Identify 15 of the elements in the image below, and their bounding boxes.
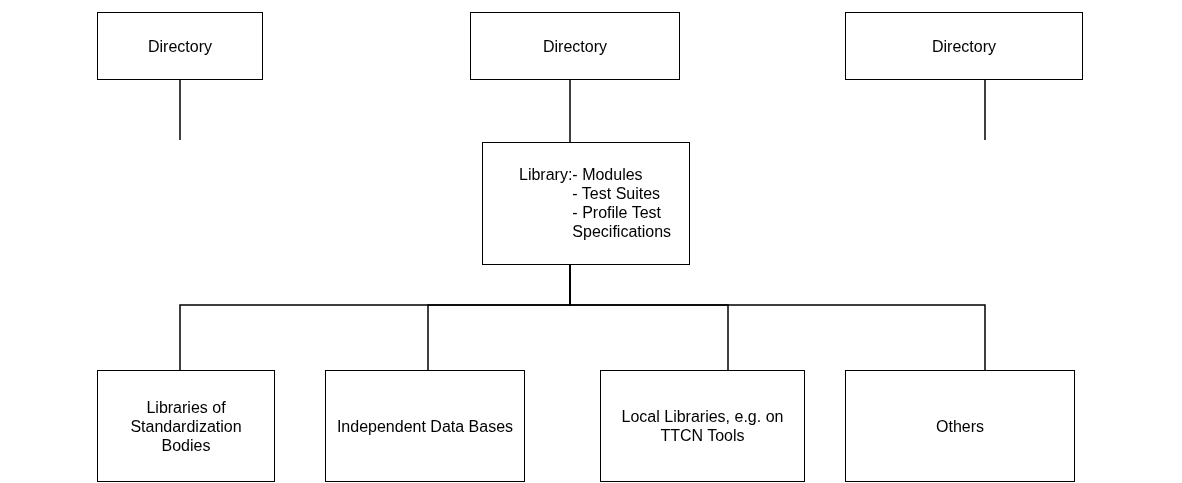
process-box: Directory [845, 12, 1083, 80]
list-item: - Test Suites [572, 184, 662, 203]
list-item: - Modules [572, 165, 644, 184]
process-box: Directory [97, 12, 263, 80]
connector-line [179, 79, 181, 141]
process-box: Independent Data Bases [325, 370, 525, 482]
box-heading: Library: [519, 165, 573, 184]
connector-line [984, 79, 986, 141]
process-box: Directory [470, 12, 680, 80]
connector-line [569, 79, 571, 143]
list-item: - Profile Test Specifications [572, 203, 673, 241]
process-box: Libraries of Standardization Bodies [97, 370, 275, 482]
process-box: Others [845, 370, 1075, 482]
process-box: Local Libraries, e.g. on TTCN Tools [600, 370, 805, 482]
library-box [482, 142, 690, 265]
